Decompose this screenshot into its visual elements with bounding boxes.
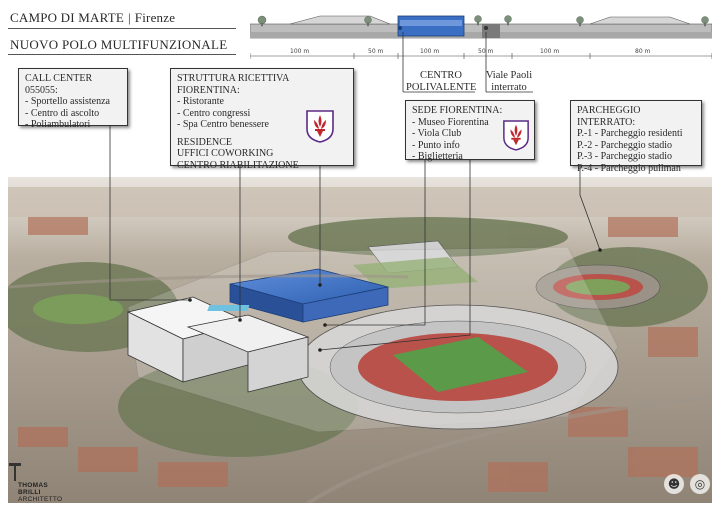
extra-line: RESIDENCE — [177, 136, 232, 148]
list-item: Museo Fiorentina — [412, 117, 528, 129]
list-item: Spa Centro benessere — [177, 119, 347, 131]
fiorentina-lily-icon — [503, 120, 529, 151]
person-icon[interactable]: ☻ — [664, 474, 684, 494]
section-label-centro-polivalente: CENTRO POLIVALENTE — [406, 70, 476, 94]
section-label-line: CENTRO — [420, 70, 462, 81]
list-item: Sportello assistenza — [25, 96, 121, 108]
dimension-label: 80 m — [635, 48, 651, 55]
list-item: Viola Club — [412, 128, 528, 140]
callout-list: Museo Fiorentina Viola Club Punto info B… — [412, 117, 528, 163]
subtitle-rule — [8, 54, 236, 55]
section-leader-lines — [402, 32, 533, 93]
list-item: P.-4 - Parcheggio pullman — [577, 162, 681, 174]
aerial-view — [8, 177, 712, 503]
section-label-line: Viale Paoli — [485, 70, 533, 81]
logo-line: BRILLI — [18, 489, 41, 496]
list-item: Centro congressi — [177, 108, 347, 120]
callout-parcheggio-interrato: PARCHEGGIO INTERRATO: P.-1 - Parcheggio … — [570, 100, 702, 174]
fiorentina-lily-icon — [306, 110, 334, 143]
callout-heading: CALL CENTER 055055: — [25, 73, 93, 96]
page-subtitle: NUOVO POLO MULTIFUNZIONALE — [10, 37, 228, 52]
dimension-label: 100 m — [420, 48, 440, 55]
callout-struttura-ricettiva: STRUTTURA RICETTIVA FIORENTINA: Ristoran… — [170, 68, 354, 171]
extra-line: CENTRO RIABILITAZIONE — [177, 159, 299, 171]
title-rule — [8, 28, 236, 29]
cross-section-drawing — [250, 15, 712, 59]
dimension-label: 100 m — [540, 48, 560, 55]
list-item: Poliambulatori — [25, 119, 121, 131]
callout-heading: STRUTTURA RICETTIVA FIORENTINA: — [177, 73, 289, 96]
callout-extra: RESIDENCE UFFICI COWORKING CENTRO RIABIL… — [177, 137, 347, 172]
list-item: P.-1 - Parcheggio residenti — [577, 128, 683, 139]
title-city: Firenze — [134, 10, 176, 25]
architect-logo: THOMAS BRILLI ARCHITETTO — [8, 460, 68, 504]
extra-line: UFFICI COWORKING — [177, 148, 274, 159]
list-item: Ristorante — [177, 96, 347, 108]
dimension-label: 100 m — [290, 48, 310, 55]
section-label-viale-paoli: Viale Paoli interrato — [482, 70, 536, 94]
target-icon[interactable]: ◎ — [690, 474, 710, 494]
list-item: P.-2 - Parcheggio stadio — [577, 139, 672, 151]
section-label-line: interrato — [491, 82, 527, 93]
callout-list: Ristorante Centro congressi Spa Centro b… — [177, 96, 347, 131]
logo-line: ARCHITETTO — [18, 496, 63, 503]
callout-heading: PARCHEGGIO INTERRATO: — [577, 105, 641, 128]
list-item: Centro di ascolto — [25, 108, 121, 120]
list-item: Biglietteria — [412, 151, 528, 163]
dimension-label: 50 m — [368, 48, 384, 55]
callout-list: Sportello assistenza Centro di ascolto P… — [25, 96, 121, 131]
title-separator: | — [127, 10, 131, 25]
logo-mark-icon — [9, 463, 21, 481]
callout-call-center: CALL CENTER 055055: Sportello assistenza… — [18, 68, 128, 130]
list-item: P.-3 - Parcheggio stadio — [577, 151, 672, 162]
page-title: CAMPO DI MARTE|Firenze — [10, 10, 175, 26]
callout-heading: SEDE FIORENTINA: — [412, 105, 503, 116]
list-item: Punto info — [412, 140, 528, 152]
callout-sede-fiorentina: SEDE FIORENTINA: Museo Fiorentina Viola … — [405, 100, 535, 163]
logo-text: THOMAS BRILLI ARCHITETTO — [18, 482, 62, 503]
section-label-line: POLIVALENTE — [406, 82, 477, 93]
logo-line: THOMAS — [18, 482, 48, 489]
title-place: CAMPO DI MARTE — [10, 10, 124, 25]
